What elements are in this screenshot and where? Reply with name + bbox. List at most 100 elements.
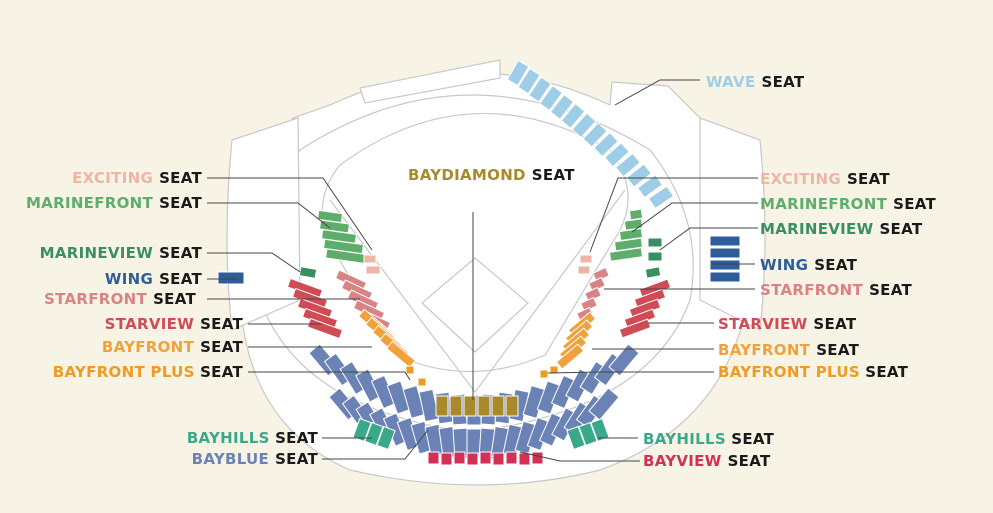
wave-seat-block[interactable]: [506, 59, 530, 87]
starview-seat-block[interactable]: [306, 317, 344, 340]
bayview-seat-block[interactable]: [453, 451, 466, 465]
wing-seat-block[interactable]: [709, 259, 741, 271]
starfront-seat-block[interactable]: [588, 276, 606, 293]
label-wing-left-name: WING: [105, 270, 153, 288]
baydiamond-seat-block[interactable]: [435, 395, 449, 417]
exciting-seat-block[interactable]: [579, 254, 593, 264]
label-marineview-left-name: MARINEVIEW: [40, 244, 154, 262]
label-bayfront-left-name: BAYFRONT: [102, 338, 195, 356]
exciting-seat-block[interactable]: [577, 265, 591, 275]
bayhills-seat-block[interactable]: [352, 417, 372, 443]
label-bayview-suffix: SEAT: [728, 452, 771, 470]
bayhills-seat-block[interactable]: [590, 417, 610, 443]
label-bayfront-left-suffix: SEAT: [200, 338, 243, 356]
wave-seat-block[interactable]: [647, 185, 675, 210]
label-starview-left-suffix: SEAT: [200, 315, 243, 333]
marinefront-seat-block[interactable]: [618, 227, 644, 242]
baydiamond-seat-block[interactable]: [477, 395, 491, 417]
bayview-seat-block[interactable]: [518, 452, 531, 466]
bayview-seat-block[interactable]: [492, 452, 505, 466]
bayfront-seat-block[interactable]: [385, 340, 417, 369]
label-starview-right-name: STARVIEW: [718, 315, 808, 333]
wave-seat-block[interactable]: [593, 132, 619, 158]
baydiamond-seat-block[interactable]: [463, 395, 477, 417]
starfront-seat-block[interactable]: [584, 286, 602, 303]
wing-seat-block[interactable]: [217, 271, 245, 285]
leader-marineview-right: [659, 227, 758, 251]
bayview-seat-block[interactable]: [427, 451, 440, 465]
label-marinefront-right-suffix: SEAT: [893, 195, 936, 213]
label-starfront-left-suffix: SEAT: [153, 290, 196, 308]
marinefront-seat-block[interactable]: [608, 247, 644, 262]
bayfront-seat-block[interactable]: [555, 343, 585, 370]
marinefront-seat-block[interactable]: [613, 237, 644, 252]
wing-seat-block[interactable]: [709, 247, 741, 259]
bayfront-plus-seat-block[interactable]: [539, 369, 549, 379]
label-exciting-right-name: EXCITING: [760, 170, 841, 188]
bayblue-seat-block[interactable]: [588, 387, 620, 421]
label-marinefront-left-name: MARINEFRONT: [26, 194, 154, 212]
wave-seat-block[interactable]: [517, 67, 541, 95]
bayfront-plus-seat-block[interactable]: [405, 365, 415, 375]
label-bayhills-left-suffix: SEAT: [275, 429, 318, 447]
marineview-seat-block[interactable]: [647, 237, 663, 248]
label-wing-right-suffix: SEAT: [814, 256, 857, 274]
bayview-seat-block[interactable]: [440, 452, 453, 466]
leader-marineview-left: [207, 252, 301, 273]
leader-exciting-right: [589, 177, 758, 253]
label-exciting-left-suffix: SEAT: [159, 169, 202, 187]
wave-seat-block[interactable]: [615, 152, 641, 178]
bayfront-plus-seat-block[interactable]: [417, 377, 427, 387]
label-bayhills-right-name: BAYHILLS: [643, 430, 725, 448]
label-baydiamond-name: BAYDIAMOND: [408, 166, 526, 184]
baydiamond-seat-block[interactable]: [491, 395, 505, 417]
wave-seat-block[interactable]: [538, 84, 564, 112]
wave-seat-block[interactable]: [636, 174, 664, 199]
label-bayhills-left-name: BAYHILLS: [187, 429, 269, 447]
seat-blocks: [217, 59, 741, 466]
wave-seat-block[interactable]: [549, 93, 575, 120]
exciting-seat-block[interactable]: [363, 254, 377, 264]
wave-seat-block[interactable]: [528, 76, 552, 103]
bayview-seat-block[interactable]: [505, 451, 518, 465]
bayview-seat-block[interactable]: [466, 452, 479, 466]
starfront-seat-block[interactable]: [580, 296, 598, 313]
bayhills-seat-block[interactable]: [566, 425, 586, 451]
leader-lines: [207, 79, 758, 462]
marineview-seat-block[interactable]: [647, 251, 663, 262]
leader-bayblue: [322, 429, 429, 460]
baydiamond-seat-block[interactable]: [505, 395, 519, 417]
marinefront-seat-block[interactable]: [628, 208, 644, 221]
leader-bayview: [519, 451, 640, 462]
bayhills-seat-block[interactable]: [578, 421, 598, 447]
wave-seat-block[interactable]: [571, 112, 597, 139]
bayhills-seat-block[interactable]: [364, 421, 384, 447]
bayview-seat-block[interactable]: [479, 451, 492, 465]
wave-seat-block[interactable]: [560, 103, 586, 129]
wing-seat-block[interactable]: [709, 271, 741, 283]
label-bayhills-left: BAYHILLS SEAT: [187, 429, 319, 447]
wing-seat-block[interactable]: [709, 235, 741, 247]
wave-seat-block[interactable]: [582, 122, 608, 148]
exciting-seat-block[interactable]: [365, 265, 381, 275]
left-upper-deck: [226, 117, 301, 331]
bayview-seat-block[interactable]: [531, 451, 544, 465]
label-starfront-right-suffix: SEAT: [869, 281, 912, 299]
wave-seat-block[interactable]: [625, 163, 653, 188]
baydiamond-seat-block[interactable]: [449, 395, 463, 417]
starfront-seat-block[interactable]: [592, 266, 610, 283]
bayhills-seat-block[interactable]: [376, 425, 396, 451]
marineview-seat-block[interactable]: [644, 266, 662, 279]
marineview-seat-block[interactable]: [298, 266, 318, 279]
label-marineview-right-suffix: SEAT: [879, 220, 922, 238]
bayfront-plus-seat-block[interactable]: [549, 365, 559, 375]
wave-seat-block[interactable]: [604, 142, 630, 168]
